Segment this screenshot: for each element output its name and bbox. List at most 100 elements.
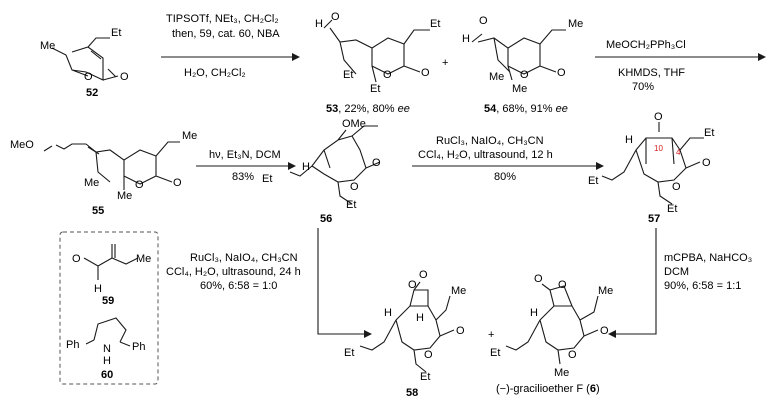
ring-oxygen: O: [383, 69, 392, 81]
atom-number-10: 10: [654, 144, 663, 153]
lactone-carbonyl-oxygen: O: [534, 273, 543, 285]
compound-54-ee: ee: [556, 103, 568, 115]
aldehyde-h: H: [462, 33, 470, 45]
step-6-line-3: 90%, 6:58 = 1:1: [664, 280, 741, 292]
substituent-et: Et: [588, 175, 598, 187]
lactone-oxygen: O: [558, 279, 567, 291]
substituent-et: Et: [667, 203, 677, 215]
step-4-line-1: RuCl₃, NaIO₄, CH₃CN: [436, 135, 544, 147]
compound-52: Me Et O O 52: [40, 27, 129, 99]
step-4-line-2: CCl₄, H₂O, ultrasound, 12 h: [418, 149, 553, 161]
step-1-line-3: H₂O, CH₂Cl₂: [184, 67, 246, 79]
compound-53-yield: , 22%, 80%: [338, 103, 397, 115]
step-2-line-1: MeOCH₂PPh₃Cl: [606, 39, 686, 51]
plus-sign: +: [488, 329, 494, 341]
aldehyde-oxygen: O: [479, 15, 488, 27]
compound-53-caption: 53, 22%, 80% ee: [326, 103, 410, 115]
step-6-line-1: mCPBA, NaHCO₃: [664, 252, 752, 264]
step-4: RuCl₃, NaIO₄, CH₃CN CCl₄, H₂O, ultrasoun…: [412, 135, 604, 183]
ring-oxygen: O: [520, 69, 529, 81]
compound-53: H O Et Et Et O O 53, 22%, 80% ee: [315, 11, 440, 115]
step-5-line-2: CCl₄, H₂O, ultrasound, 24 h: [166, 266, 301, 278]
substituent-et: Et: [490, 347, 500, 359]
carbonyl-oxygen: O: [557, 67, 566, 79]
substituent-me: Me: [512, 83, 527, 95]
substituent-me: Me: [489, 71, 504, 83]
step-2: MeOCH₂PPh₃Cl KHMDS, THF 70%: [595, 39, 766, 93]
compound-55: MeO Me Me Me O O 55: [10, 130, 197, 217]
step-5: RuCl₃, NaIO₄, CH₃CN CCl₄, H₂O, ultrasoun…: [166, 228, 372, 338]
nitrogen-atom: N: [103, 343, 111, 355]
step-3: hν, Et₃N, DCM 83%: [196, 149, 296, 183]
compound-59: O Me H 59: [72, 244, 151, 307]
plus-sign: +: [442, 57, 448, 69]
step-1-line-1: TIPSOTf, NEt₃, CH₂Cl₂: [166, 13, 279, 25]
compound-6-caption: (−)-gracilioether F (6): [496, 383, 600, 395]
compound-label-53: 53: [326, 103, 338, 115]
compound-label-60: 60: [101, 369, 113, 381]
substituent-et: Et: [346, 199, 356, 211]
compound-54: H O Me Me Me O O 54, 68%, 91% ee: [462, 15, 583, 115]
substituent-et: Et: [262, 173, 272, 185]
compound-label-59: 59: [102, 295, 114, 307]
aldehyde-oxygen: O: [331, 11, 340, 23]
substituent-me: Me: [136, 253, 151, 265]
compound-label-52: 52: [86, 87, 98, 99]
compound-58: O O Me H H Et Et O O 58: [344, 269, 466, 399]
substituent-me: Me: [84, 177, 99, 189]
substituent-et: Et: [420, 371, 430, 383]
compound-label-58: 58: [406, 387, 418, 399]
compound-label-54: 54: [484, 103, 497, 115]
reagent-box: O Me H 59 Ph Ph N H 60: [59, 231, 159, 385]
ring-oxygen: O: [568, 349, 577, 361]
step-1-line-2: then, 59, cat. 60, NBA: [172, 28, 280, 40]
step-6: mCPBA, NaHCO₃ DCM 90%, 6:58 = 1:1: [608, 228, 752, 338]
compound-label-55: 55: [92, 205, 104, 217]
ring-oxygen: O: [135, 179, 144, 191]
methoxy-group: MeO: [10, 139, 34, 151]
substituent-et: Et: [370, 83, 380, 95]
aldehyde-h: H: [94, 283, 102, 295]
compound-53-ee: ee: [398, 103, 410, 115]
compound-60: Ph Ph N H 60: [66, 317, 145, 381]
carbonyl-oxygen: O: [173, 177, 182, 189]
substituent-me: Me: [568, 18, 583, 30]
lactone-oxygen: O: [408, 279, 417, 291]
bridgehead-h: H: [625, 134, 633, 146]
substituent-me: Me: [554, 367, 569, 379]
substituent-et: Et: [430, 18, 440, 30]
compound-54-yield: , 68%, 91%: [496, 103, 555, 115]
substituent-et: Et: [111, 27, 121, 39]
carbonyl-oxygen: O: [421, 67, 430, 79]
carbonyl-oxygen: O: [120, 71, 129, 83]
substituent-me: Me: [598, 285, 613, 297]
step-5-line-3: 60%, 6:58 = 1:0: [200, 280, 277, 292]
compound-56: OMe H Et Et O O 56: [262, 118, 381, 225]
compound-label-56: 56: [320, 213, 332, 225]
compound-6-name: (−)-gracilioether F (: [496, 383, 590, 395]
ring-oxygen: O: [424, 349, 433, 361]
substituent-me: Me: [451, 285, 466, 297]
ring-oxygen: O: [672, 181, 681, 193]
bridgehead-h: H: [530, 307, 538, 319]
carbonyl-oxygen: O: [372, 157, 381, 169]
carbonyl-oxygen: O: [600, 325, 609, 337]
step-5-line-1: RuCl₃, NaIO₄, CH₃CN: [190, 252, 298, 264]
nitrogen-h: H: [103, 355, 111, 367]
step-4-line-3: 80%: [494, 171, 516, 183]
step-1: TIPSOTf, NEt₃, CH₂Cl₂ then, 59, cat. 60,…: [161, 13, 300, 79]
bridgehead-h: H: [384, 307, 392, 319]
phenyl-group: Ph: [66, 339, 79, 351]
step-2-line-3: 70%: [632, 81, 654, 93]
substituent-et: Et: [344, 347, 354, 359]
compound-label-57: 57: [648, 213, 660, 225]
substituent-et: Et: [343, 69, 353, 81]
substituent-me: Me: [182, 130, 197, 142]
phenyl-group: Ph: [132, 341, 145, 353]
ring-oxygen: O: [84, 71, 93, 83]
substituent-me: Me: [117, 190, 132, 202]
ring-oxygen: O: [350, 181, 359, 193]
atom-number-4: 4: [676, 148, 681, 157]
step-2-line-2: KHMDS, THF: [618, 67, 685, 79]
carbonyl-oxygen: O: [702, 157, 711, 169]
